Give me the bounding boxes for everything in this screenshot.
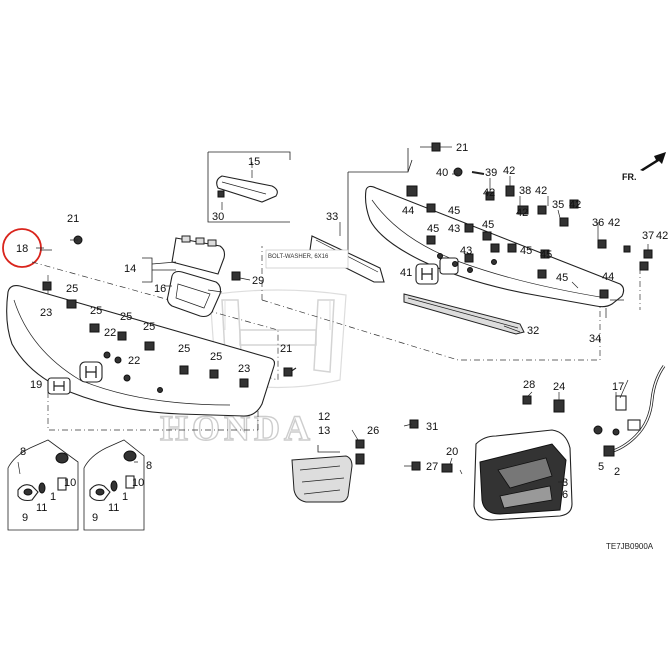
- part-label: 27: [426, 461, 438, 473]
- wire-harness: [593, 365, 666, 457]
- part-label: 30: [212, 211, 224, 223]
- part-label: 22: [104, 327, 116, 339]
- part-label: 19: [30, 379, 42, 391]
- part-label: 21: [280, 343, 292, 355]
- part-label: 14: [124, 263, 136, 275]
- part-label: 42: [503, 165, 515, 177]
- part-label: 17: [612, 381, 624, 393]
- part-label: 44: [402, 205, 414, 217]
- garnish-assembly-left: [6, 235, 297, 431]
- front-direction-indicator: FR.: [622, 152, 666, 182]
- part-label: 26: [367, 425, 379, 437]
- tail-lamp-assembly: [441, 395, 573, 521]
- part-label: 1: [122, 491, 128, 503]
- part-label: 18: [16, 243, 28, 255]
- diagram-code: TE7JB0900A: [606, 542, 654, 551]
- high-mount-lamp-assembly: [207, 151, 291, 223]
- part-label: 35: [552, 199, 564, 211]
- part-label: 42: [516, 207, 528, 219]
- part-label: 23: [238, 363, 250, 375]
- part-label: 39: [485, 167, 497, 179]
- part-label: 40: [436, 167, 448, 179]
- part-label: 16: [154, 283, 166, 295]
- part-label: 43: [460, 245, 472, 257]
- part-label: 12: [318, 411, 330, 423]
- part-label: 25: [90, 305, 102, 317]
- part-label: 5: [598, 461, 604, 473]
- rear-garnish-part: [6, 285, 276, 417]
- part-label: 25: [66, 283, 78, 295]
- part-label: 23: [40, 307, 52, 319]
- part-label: 21: [456, 142, 468, 154]
- part-label: 9: [92, 512, 98, 524]
- part-label: 9: [22, 512, 28, 524]
- detail-box-right: [83, 439, 145, 531]
- part-label: 3: [562, 477, 568, 489]
- part-label: 41: [400, 267, 412, 279]
- part-label: 25: [178, 343, 190, 355]
- front-direction-label: FR.: [622, 172, 637, 182]
- part-label: 25: [210, 351, 222, 363]
- part-label: 31: [426, 421, 438, 433]
- front-arrow-icon: [640, 152, 666, 171]
- part-label: 38: [519, 185, 531, 197]
- bolt-washer-callout: BOLT-WASHER, 6X16: [265, 249, 349, 269]
- part-label: 13: [318, 425, 330, 437]
- part-label: 24: [553, 381, 565, 393]
- part-label: 10: [132, 477, 144, 489]
- part-label: 45: [482, 219, 494, 231]
- part-label: 10: [64, 477, 76, 489]
- part-label: 42: [483, 187, 495, 199]
- part-label: 25: [143, 321, 155, 333]
- detail-box-left: [7, 439, 79, 531]
- part-label: 21: [67, 213, 79, 225]
- part-label: 1: [50, 491, 56, 503]
- leader-lines: [17, 146, 649, 475]
- part-label: 37: [642, 230, 654, 242]
- part-label: 43: [448, 223, 460, 235]
- part-label: 8: [146, 460, 152, 472]
- inner-garnish-assembly: [291, 419, 421, 503]
- part-label: 20: [446, 446, 458, 458]
- part-label: 45: [448, 205, 460, 217]
- part-label: 6: [562, 489, 568, 501]
- part-label: 11: [108, 502, 119, 514]
- part-label: 45: [556, 272, 568, 284]
- part-label: 42: [608, 217, 620, 229]
- part-label: 2: [614, 466, 620, 478]
- part-label: 44: [602, 271, 614, 283]
- part-label: 22: [128, 355, 140, 367]
- part-label: 34: [589, 333, 601, 345]
- part-label: 33: [326, 211, 338, 223]
- part-label: 25: [120, 311, 132, 323]
- part-label: 8: [20, 446, 26, 458]
- part-label: 29: [252, 275, 264, 287]
- part-label: 42: [656, 230, 668, 242]
- license-lamp-assembly: [142, 235, 251, 318]
- part-label: 42: [535, 185, 547, 197]
- part-label: 45: [520, 245, 532, 257]
- part-label: 45: [540, 249, 552, 261]
- part-label: 45: [427, 223, 439, 235]
- part-label: 28: [523, 379, 535, 391]
- part-label: 11: [36, 502, 47, 514]
- part-label: 36: [592, 217, 604, 229]
- part-label: 42: [569, 199, 581, 211]
- bolt-washer-label: BOLT-WASHER, 6X16: [268, 254, 329, 260]
- part-label: 15: [248, 156, 260, 168]
- callout-labels: 18 21 25 23 25 25 25 22 22 25 25 21 23 1…: [16, 142, 668, 524]
- part-label: 32: [527, 325, 539, 337]
